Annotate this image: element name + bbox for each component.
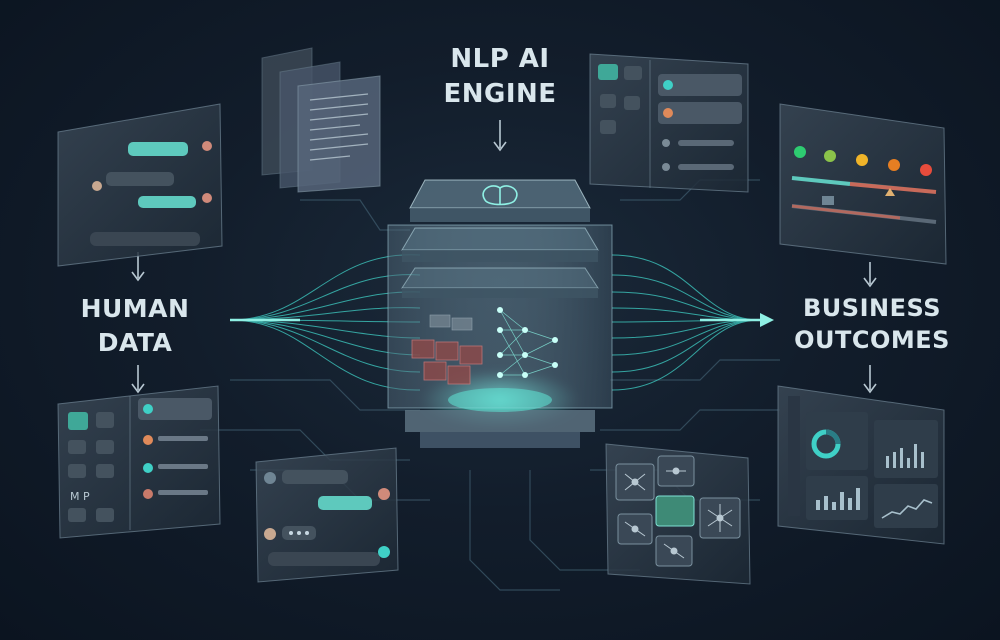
lock-icon	[96, 508, 114, 522]
chat-input-bar	[90, 232, 200, 246]
business-outcomes-label: BUSINESS OUTCOMES	[794, 294, 950, 355]
output-arrowhead	[760, 313, 774, 327]
chat-panel-top-left	[57, 103, 223, 267]
negative-icon	[888, 159, 900, 171]
chat-panel-bottom	[255, 447, 399, 583]
bar-chart-icon	[816, 488, 860, 510]
user-avatar-icon	[202, 193, 212, 203]
settings-icon	[68, 508, 86, 522]
donut-chart-icon	[811, 429, 841, 459]
line-chart-icon	[881, 499, 933, 519]
user-icon	[600, 120, 616, 134]
sentiment-bar	[849, 182, 937, 194]
user-avatar-icon	[92, 181, 102, 191]
flow-diagram-panel	[605, 443, 751, 585]
network-icon	[624, 467, 733, 559]
marker-icon	[885, 188, 895, 196]
chat-input-bar	[268, 552, 380, 566]
network-node	[655, 495, 695, 527]
list-item	[658, 74, 742, 96]
marker-icon	[822, 196, 834, 205]
analytics-dashboard-panel	[777, 385, 945, 545]
processing-blocks	[411, 339, 483, 385]
human-data-label: HUMAN DATA	[80, 294, 190, 357]
very-negative-icon	[920, 164, 932, 176]
neutral-icon	[856, 154, 868, 166]
list-item	[678, 140, 734, 146]
output-flow-lines	[611, 254, 761, 391]
dashboard-card	[874, 484, 938, 528]
inbox-letters: M P	[70, 490, 90, 503]
tower-foot	[420, 432, 580, 448]
tower-layer-2	[401, 227, 599, 262]
tower-layer-3	[401, 267, 599, 298]
list-item	[678, 164, 734, 170]
chat-bubble	[106, 172, 174, 186]
document-lines	[309, 93, 369, 161]
engine-label: NLP AI ENGINE	[443, 44, 557, 110]
dashboard-sidebar	[788, 396, 800, 516]
chat-icon	[96, 440, 114, 454]
user-avatar-icon	[202, 141, 212, 151]
tower-glow-disc	[448, 388, 552, 412]
neural-nodes	[497, 307, 558, 378]
nlp-engine-tower	[387, 179, 613, 448]
document-stack	[261, 47, 381, 193]
folder-icon	[68, 440, 86, 454]
list-item	[658, 102, 742, 124]
bar-chart-icon	[886, 444, 924, 468]
settings-icon	[624, 96, 640, 110]
sentiment-bar	[791, 176, 851, 186]
chat-bubble	[282, 470, 348, 484]
upload-icon	[600, 94, 616, 108]
user-icon	[96, 464, 114, 478]
send-icon	[378, 546, 390, 558]
inbox-panel-top-right	[589, 53, 749, 193]
inbox-panel-bottom-left: M P	[57, 385, 221, 539]
chat-icon	[68, 412, 88, 430]
tower-base	[405, 410, 595, 432]
user-avatar-icon	[378, 488, 390, 500]
sentiment-bar	[791, 204, 901, 220]
user-avatar-icon	[264, 472, 276, 484]
chat-bubble	[128, 142, 188, 156]
list-item	[138, 398, 212, 420]
neural-network	[499, 309, 556, 376]
folder-icon	[624, 66, 642, 80]
gear-icon	[96, 412, 114, 428]
down-arrows	[131, 120, 877, 394]
mail-icon	[598, 64, 618, 80]
grey-blocks	[429, 314, 473, 331]
user-avatar-icon	[264, 528, 276, 540]
positive-icon	[824, 150, 836, 162]
chat-bubble	[138, 196, 196, 208]
very-positive-icon	[794, 146, 806, 158]
chat-bubble	[318, 496, 372, 510]
dashboard-card	[806, 476, 868, 520]
dashboard-card	[874, 420, 938, 478]
sentiment-panel	[779, 103, 947, 265]
mail-icon	[68, 464, 86, 478]
brain-icon	[482, 185, 518, 206]
